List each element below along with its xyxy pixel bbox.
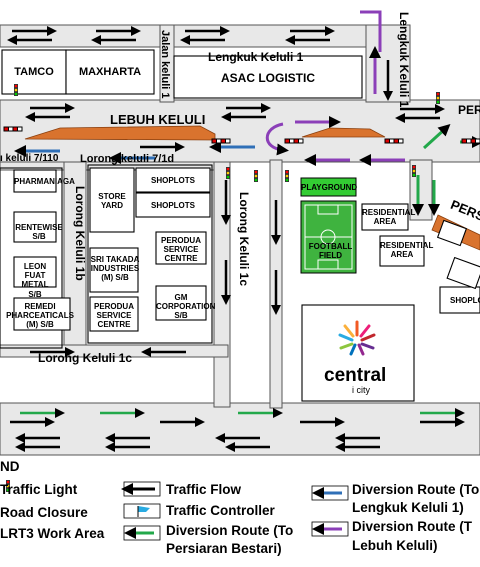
middle-block bbox=[87, 164, 213, 344]
road-label-lorong-7-1d: Lorong keluli 7/1d bbox=[80, 153, 175, 165]
shoplots-right-block bbox=[439, 286, 480, 314]
building-label-tamco: TAMCO bbox=[14, 66, 54, 78]
perodua-service-block-2 bbox=[89, 296, 139, 332]
field-lines bbox=[304, 204, 353, 270]
road-label-persiaran-top: PER bbox=[458, 103, 480, 117]
traffic-light-icon bbox=[254, 170, 258, 182]
legend-traffic-flow-label: Traffic Flow bbox=[166, 482, 242, 497]
pharmaniaga-block bbox=[13, 169, 57, 193]
central-logo-sub: i city bbox=[352, 385, 370, 395]
sports-area bbox=[300, 177, 357, 274]
building-label-shoplots-1: SHOPLOTS bbox=[150, 176, 195, 185]
traffic-light-icon bbox=[436, 92, 440, 104]
building-label-perodua-2: PERODUA SERVICE CENTRE bbox=[93, 302, 134, 330]
lorong-1c-vert-road bbox=[213, 161, 231, 408]
shoplots-block-1 bbox=[135, 167, 211, 193]
tamco-block bbox=[1, 49, 67, 95]
building-label-football-field: FOOTBALL FIELD bbox=[308, 242, 353, 261]
road-label-lengkuk-keluli-top: Lengkuk Keluli 1 bbox=[208, 50, 304, 64]
legend-traffic-light-label: Traffic Light bbox=[0, 482, 78, 497]
purple-diversion-arrow bbox=[360, 10, 382, 52]
building-label-shoplots-2: SHOPLOTS bbox=[150, 201, 195, 210]
legend-road-closure-label: Road Closure bbox=[0, 505, 88, 520]
legend-traffic-controller-icon bbox=[123, 503, 161, 519]
lrt3-zone-2 bbox=[301, 127, 386, 138]
building-label-perodua-1: PERODUA SERVICE CENTRE bbox=[160, 236, 201, 264]
road-closure-barrier bbox=[461, 138, 480, 144]
building-label-store-yard: STORE YARD bbox=[98, 192, 126, 211]
legend-heading: ND bbox=[0, 459, 20, 474]
road-surfaces bbox=[0, 24, 480, 456]
building-label-asac: ASAC LOGISTIC bbox=[220, 71, 315, 85]
road-closure-barrier bbox=[384, 138, 404, 144]
building-label-rentewise: RENTEWISE S/B bbox=[15, 223, 63, 242]
top-road bbox=[0, 24, 411, 48]
road-closure-barrier bbox=[211, 138, 231, 144]
asac-block bbox=[173, 55, 363, 99]
legend-diversion-lebuh-label-2: Lebuh Keluli) bbox=[352, 538, 438, 553]
legend-graphics bbox=[121, 481, 349, 541]
road-closures bbox=[3, 126, 480, 144]
traffic-light-icon bbox=[226, 167, 230, 179]
west-block bbox=[0, 167, 63, 349]
residential-block-1 bbox=[361, 203, 409, 231]
road-closure-barrier bbox=[3, 126, 23, 132]
traffic-light-icon bbox=[285, 170, 289, 182]
shoplots-block-2 bbox=[135, 192, 211, 218]
legend-diversion-persiaran-label-1: Diversion Route (To bbox=[166, 523, 294, 538]
misc-block-1 bbox=[446, 256, 480, 290]
building-label-leon-fuat: LEON FUAT METAL S/B bbox=[21, 262, 49, 299]
building-label-sri-takada: SRI TAKADA INDUSTRIES (M) S/B bbox=[90, 255, 140, 283]
playground-box bbox=[300, 177, 357, 197]
building-label-maxharta: MAXHARTA bbox=[78, 66, 142, 78]
central-logo-icon bbox=[338, 320, 376, 356]
building-label-residential-1: RESIDENTIAL AREA bbox=[362, 208, 416, 227]
green-diversion-arrow bbox=[422, 123, 451, 150]
sri-takada-block bbox=[89, 247, 139, 293]
building-label-pharmaniaga: PHARMANIAGA bbox=[14, 177, 75, 186]
purple-uturn-arrow bbox=[265, 122, 289, 156]
building-label-gm-corporation: GM CORPORATION S/B bbox=[156, 293, 216, 321]
legend-diversion-lebuh-label-1: Diversion Route (T bbox=[352, 519, 473, 534]
maxharta-block bbox=[65, 49, 155, 95]
traffic-light-icon bbox=[412, 165, 416, 177]
leon-fuat-block bbox=[13, 256, 57, 288]
traffic-light-icon bbox=[14, 84, 18, 96]
central-logo-name: central bbox=[324, 365, 387, 386]
road-label-jalan-keluli: Jalan keluli 1 bbox=[159, 30, 171, 99]
legend-traffic-controller-label: Traffic Controller bbox=[166, 503, 275, 518]
legend-lrt3-label: LRT3 Work Area bbox=[0, 526, 105, 541]
building-label-residential-2: RESIDENTIAL AREA bbox=[380, 241, 434, 260]
road-label-lorong-7-110: ı keluli 7/110 bbox=[0, 153, 59, 164]
residential-block-2 bbox=[379, 235, 425, 267]
gm-corporation-block bbox=[155, 285, 207, 321]
road-label-lorong-keluli-1c-vertical: Lorong Keluli 1c bbox=[237, 192, 251, 287]
building-label-shoplots-right: SHOPLO bbox=[450, 296, 480, 305]
legend-flow-box bbox=[123, 481, 161, 497]
traffic-lights bbox=[6, 84, 440, 492]
store-yard-block bbox=[89, 167, 135, 233]
legend-diversion-persiaran-label-2: Persiaran Bestari) bbox=[166, 541, 282, 556]
remedi-block bbox=[13, 297, 71, 331]
traffic-flow-arrows bbox=[7, 26, 465, 452]
road-label-lorong-keluli-1b: Lorong Keluli 1b bbox=[73, 186, 87, 281]
road-closure-barrier bbox=[284, 138, 304, 144]
road-label-lebuh-keluli: LEBUH KELULI bbox=[110, 112, 206, 127]
legend-diversion-lengkuk-label-1: Diversion Route (To bbox=[352, 482, 480, 497]
road-label-lengkuk-keluli-right: Lengkuk Keluli 1 bbox=[397, 12, 411, 108]
building-label-playground: PLAYGROUND bbox=[301, 183, 358, 192]
perodua-service-block-1 bbox=[155, 231, 207, 265]
lrt3-zone-1 bbox=[24, 125, 216, 141]
misc-block-2 bbox=[436, 219, 468, 247]
road-label-lorong-keluli-1c: Lorong Keluli 1c bbox=[38, 351, 133, 365]
building-label-remedi: REMEDI PHARCEATICALS (M) S/B bbox=[6, 302, 74, 330]
traffic-light-icon bbox=[6, 480, 10, 492]
rentewise-block bbox=[13, 211, 57, 243]
legend-diversion-lengkuk-label-2: Lengkuk Keluli 1) bbox=[352, 500, 464, 515]
